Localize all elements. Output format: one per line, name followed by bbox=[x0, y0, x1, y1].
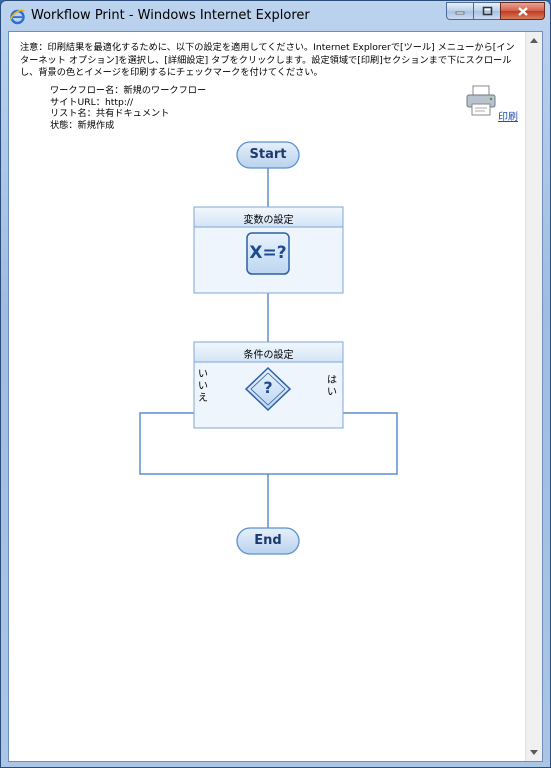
variable-icon-text: X=? bbox=[249, 243, 287, 263]
step-condition-title: 条件の設定 bbox=[243, 350, 294, 361]
window-controls bbox=[446, 2, 545, 21]
start-node[interactable] bbox=[236, 141, 300, 169]
branch-yes-char: い bbox=[327, 387, 337, 398]
workflow-info: ワークフロー名：新規のワークフロー サイトURL：http:// リスト名：共有… bbox=[50, 85, 206, 131]
condition-icon-text: ? bbox=[263, 378, 273, 397]
close-icon bbox=[517, 6, 528, 16]
step-set-variable-header bbox=[193, 206, 344, 228]
page-content: 注意：印刷結果を最適化するために、以下の設定を適用してください。Internet… bbox=[8, 31, 543, 762]
print-label: 印刷 bbox=[498, 112, 518, 123]
branch-no-label: い い え bbox=[197, 369, 209, 405]
condition-icon-inner bbox=[250, 372, 286, 406]
start-label: Start bbox=[249, 147, 287, 162]
ie-logo-icon bbox=[9, 9, 25, 25]
scroll-up-arrow-icon[interactable] bbox=[530, 38, 538, 43]
end-node[interactable] bbox=[236, 527, 300, 555]
print-link[interactable]: 印刷 bbox=[464, 84, 524, 124]
site-url: サイトURL：http:// bbox=[50, 96, 134, 108]
scroll-down-arrow-icon[interactable] bbox=[530, 750, 538, 755]
maximize-icon bbox=[482, 6, 492, 16]
branch-no-char: え bbox=[198, 393, 208, 404]
close-button[interactable] bbox=[500, 2, 545, 20]
window-title: Workflow Print - Windows Internet Explor… bbox=[31, 8, 310, 23]
condition-icon bbox=[244, 366, 292, 412]
branch-no-char: い bbox=[198, 369, 208, 380]
branch-no-char: い bbox=[198, 381, 208, 392]
variable-icon bbox=[246, 232, 290, 275]
vertical-scrollbar[interactable] bbox=[525, 32, 542, 761]
title-bar[interactable]: Workflow Print - Windows Internet Explor… bbox=[1, 1, 550, 31]
minimize-button[interactable] bbox=[446, 2, 473, 20]
printer-icon bbox=[466, 85, 496, 116]
maximize-button[interactable] bbox=[473, 2, 500, 20]
step-condition-header bbox=[193, 341, 344, 363]
workflow-name: ワークフロー名：新規のワークフロー bbox=[50, 85, 207, 96]
workflow-diagram bbox=[139, 141, 398, 555]
end-label: End bbox=[254, 533, 282, 548]
list-name: リスト名：共有ドキュメント bbox=[50, 108, 170, 119]
print-notice: 注意：印刷結果を最適化するために、以下の設定を適用してください。Internet… bbox=[20, 42, 515, 79]
minimize-icon bbox=[455, 11, 465, 15]
step-set-variable-title: 変数の設定 bbox=[243, 215, 294, 226]
branch-yes-label: は い bbox=[326, 375, 338, 399]
workflow-status: 状態：新規作成 bbox=[50, 119, 115, 131]
branch-yes-char: は bbox=[327, 375, 337, 386]
